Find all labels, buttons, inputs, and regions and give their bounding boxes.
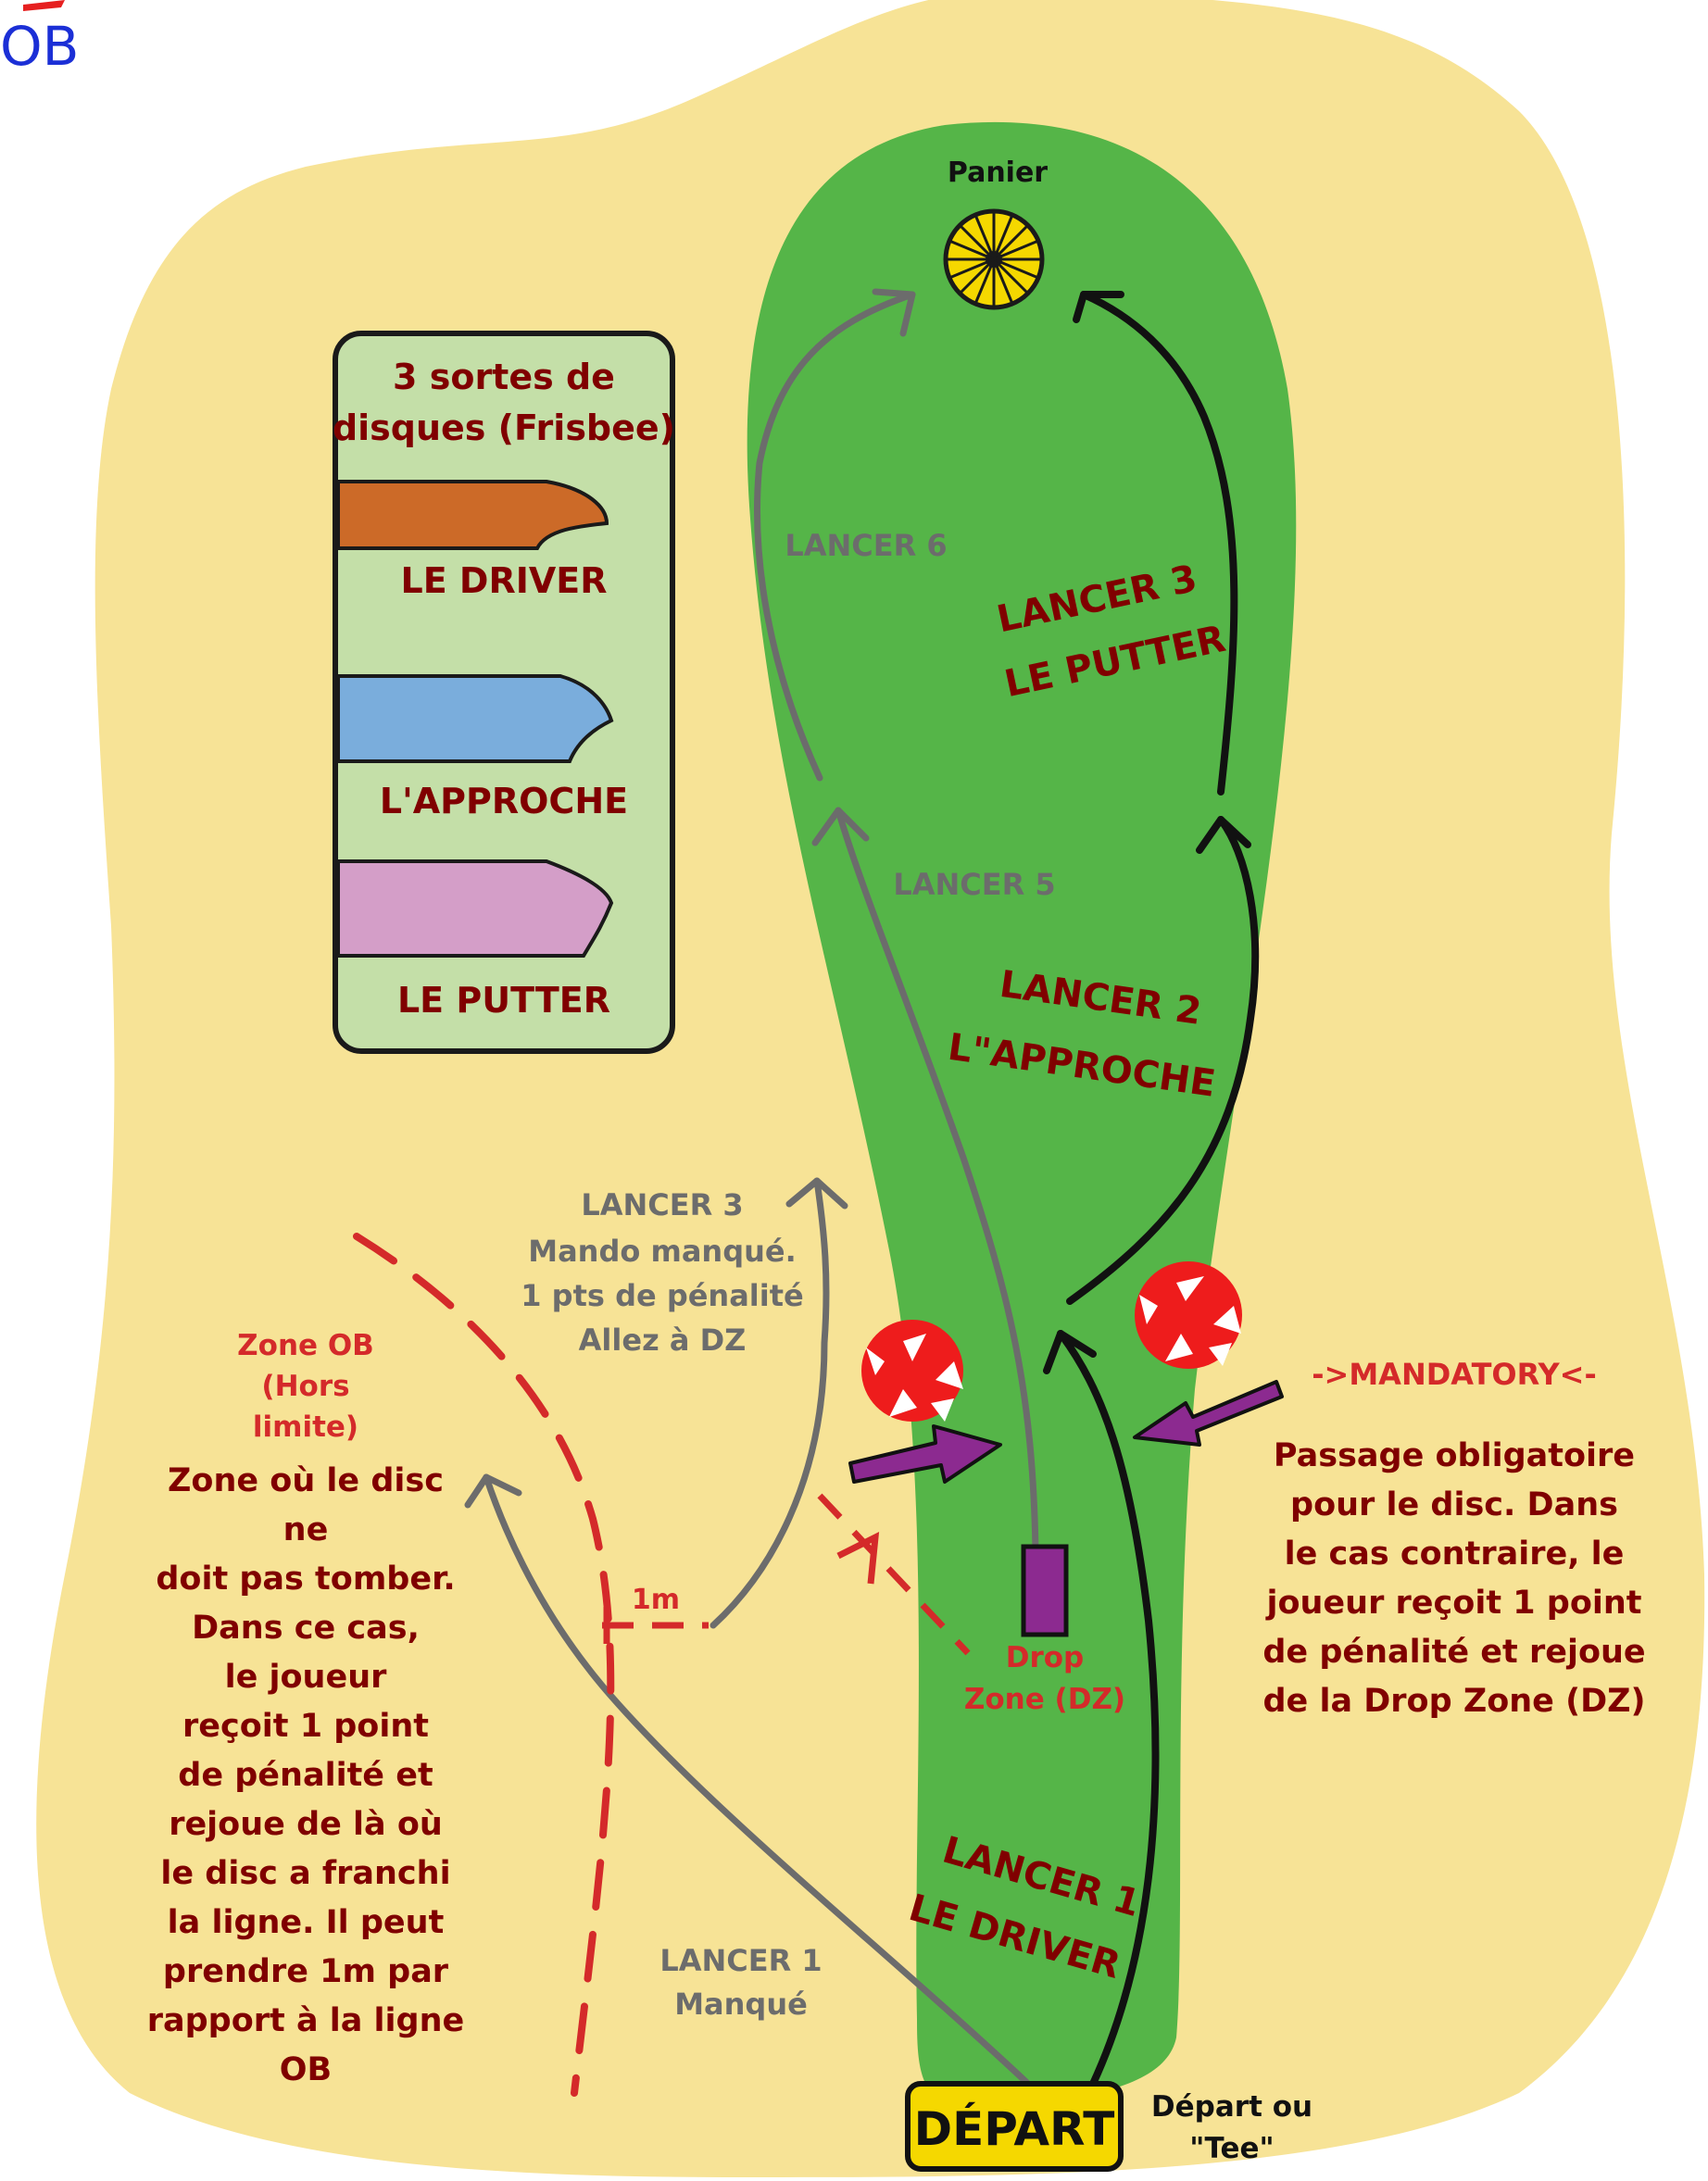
mandatory-arrow-left bbox=[848, 1424, 1002, 1484]
tee-box bbox=[905, 2081, 1124, 2172]
ob-zone-description-line: de pénalité et bbox=[178, 1757, 433, 1794]
mandatory-arrow-right bbox=[1133, 1380, 1284, 1447]
throw-5-label: LANCER 5 bbox=[893, 867, 1055, 902]
one-meter-marker bbox=[602, 1607, 709, 1644]
ob-zone-description-line: ne bbox=[283, 1511, 329, 1548]
drop-zone-marker-line bbox=[817, 1493, 971, 1656]
ob-zone-description-line: reçoit 1 point bbox=[182, 1708, 429, 1745]
legend-title-line1: 3 sortes de bbox=[393, 357, 615, 397]
disc-legend bbox=[333, 331, 675, 1054]
tee-note-line2: "Tee" bbox=[1189, 2132, 1274, 2165]
drop-zone-pad bbox=[1021, 1544, 1069, 1637]
legend-title-line2: disques (Frisbee) bbox=[333, 407, 675, 448]
drop-zone-marker-tick bbox=[836, 1532, 880, 1585]
ob-zone-description-line: rejoue de là où bbox=[169, 1806, 443, 1843]
mandatory-description-line: de pénalité et rejoue bbox=[1262, 1634, 1645, 1671]
legend-approach-label: L'APPROCHE bbox=[380, 781, 628, 821]
tee-note-line1: Départ ou bbox=[1151, 2090, 1312, 2124]
ob-zone-description-line: Dans ce cas, bbox=[192, 1610, 420, 1647]
mandatory-tree-right-icon bbox=[1135, 1261, 1242, 1369]
throw-3-missed-line1: LANCER 3 bbox=[581, 1187, 743, 1222]
fairway bbox=[747, 121, 1297, 2108]
ob-zone-description-line: Zone où le disc bbox=[168, 1462, 444, 1499]
throw-1-missed-line1: LANCER 1 bbox=[659, 1943, 822, 1978]
ob-zone-description-line: la ligne. Il peut bbox=[168, 1904, 445, 1941]
driver-disc-shape bbox=[336, 480, 609, 550]
mandatory-description-line: pour le disc. Dans bbox=[1290, 1486, 1618, 1523]
mandatory-description-line: Passage obligatoire bbox=[1274, 1437, 1635, 1474]
throw-3-missed-line3: 1 pts de pénalité bbox=[521, 1278, 803, 1313]
approach-disc-shape bbox=[336, 674, 614, 763]
ob-zone-description-line: rapport à la ligne bbox=[147, 2002, 465, 2039]
mandatory-description-line: le cas contraire, le bbox=[1285, 1535, 1625, 1573]
mandatory-tree-left-icon bbox=[861, 1320, 963, 1422]
ob-zone-description-line: le joueur bbox=[225, 1659, 388, 1696]
throw-3-arrow bbox=[1073, 291, 1238, 796]
throw-2-arrow bbox=[1066, 816, 1260, 1305]
throw-3-missed-arrow bbox=[710, 1177, 848, 1629]
throw-6-label: LANCER 6 bbox=[785, 528, 947, 563]
drop-zone-label-line2: Zone (DZ) bbox=[964, 1683, 1125, 1716]
ob-zone-title-line1: Zone OB bbox=[237, 1329, 374, 1362]
ob-zone-description: Zone où le disc ne doit pas tomber. Dans ce… bbox=[147, 1462, 465, 2088]
ob-zone-title-line3: limite) bbox=[253, 1410, 358, 1444]
throw-3-missed-line2: Mando manqué. bbox=[528, 1234, 797, 1269]
basket-icon bbox=[943, 208, 1045, 310]
throw-1-missed-arrow bbox=[464, 1473, 1032, 2087]
ob-zone-title-line2: (Hors bbox=[261, 1370, 349, 1403]
mandatory-description: Passage obligatoire pour le disc. Dans le … bbox=[1262, 1437, 1645, 1720]
tee-label: DÉPART bbox=[914, 2101, 1115, 2156]
putter-disc-shape bbox=[336, 859, 614, 958]
one-meter-label: 1m bbox=[632, 1584, 680, 1616]
legend-driver-label: LE DRIVER bbox=[401, 560, 608, 601]
basket-label: Panier bbox=[948, 157, 1048, 189]
throw-5-arrow bbox=[811, 807, 1039, 1555]
mandatory-description-line: joueur reçoit 1 point bbox=[1264, 1585, 1641, 1622]
throw-1-arrow bbox=[1043, 1330, 1160, 2087]
throw-6-arrow bbox=[754, 288, 916, 782]
corner-ob-label: OB bbox=[0, 15, 79, 78]
ob-zone-description-line: le disc a franchi bbox=[160, 1855, 450, 1892]
legend-putter-label: LE PUTTER bbox=[397, 980, 610, 1021]
mandatory-label: ->MANDATORY<- bbox=[1312, 1357, 1597, 1392]
throw-1-missed-line2: Manqué bbox=[674, 1987, 808, 2022]
ob-line bbox=[353, 1233, 615, 2097]
drop-zone-label-line1: Drop bbox=[1006, 1641, 1085, 1674]
throw-3-missed-line4: Allez à DZ bbox=[579, 1322, 747, 1358]
ob-zone-description-line: doit pas tomber. bbox=[156, 1561, 455, 1598]
corner-flag-mark bbox=[23, 0, 65, 11]
ob-zone-description-line: OB bbox=[280, 2051, 332, 2088]
ob-zone-description-line: prendre 1m par bbox=[163, 1953, 449, 1990]
mandatory-description-line: de la Drop Zone (DZ) bbox=[1262, 1683, 1645, 1720]
